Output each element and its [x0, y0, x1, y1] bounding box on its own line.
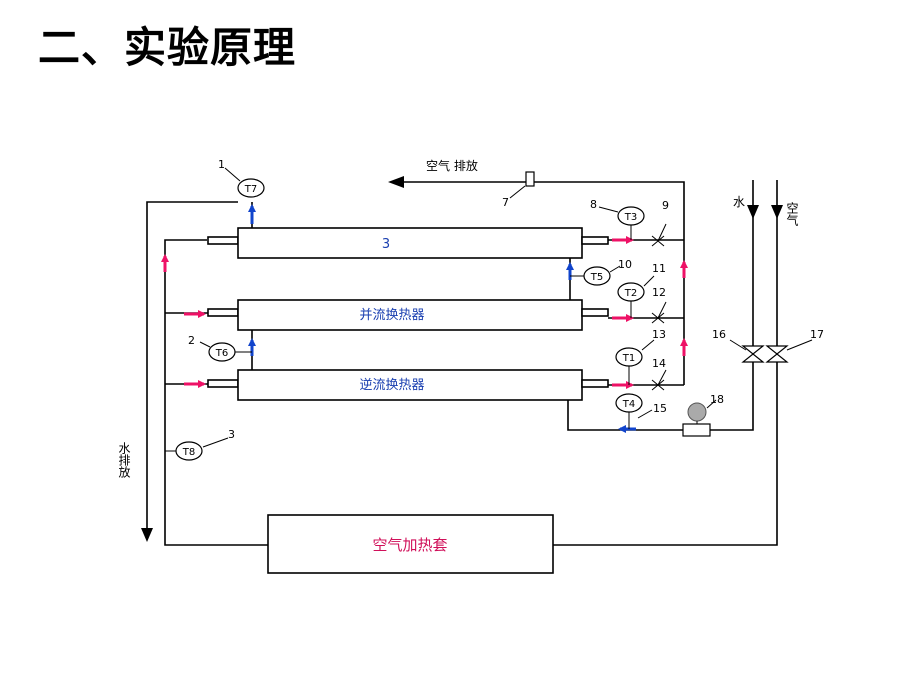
valve-17: 17	[765, 328, 824, 363]
svg-text:8: 8	[590, 198, 597, 211]
water-arrows	[248, 204, 636, 433]
svg-text:18: 18	[710, 393, 724, 406]
flow-arrows	[141, 176, 783, 542]
air-in-label: 空气	[785, 202, 799, 226]
svg-text:15: 15	[653, 402, 667, 415]
svg-text:T7: T7	[244, 184, 257, 195]
svg-text:12: 12	[652, 286, 666, 299]
svg-text:T1: T1	[622, 353, 635, 364]
slide-title: 二、实验原理	[38, 23, 297, 72]
exchanger-top: 3	[207, 227, 609, 259]
valve-16: 16	[712, 328, 765, 363]
svg-text:1: 1	[218, 158, 225, 171]
svg-text:10: 10	[618, 258, 632, 271]
svg-text:T2: T2	[624, 288, 637, 299]
gauge-t5: T5 10	[570, 258, 632, 286]
svg-text:17: 17	[810, 328, 824, 341]
exchanger-top-number: 3	[382, 237, 390, 252]
svg-text:T8: T8	[182, 447, 195, 458]
water-in-arrow	[747, 205, 759, 219]
air-heater: 空气加热套	[267, 514, 554, 574]
pump-18: 18	[682, 393, 724, 437]
exchanger-parallel: 并流换热器	[207, 299, 609, 331]
water-out-arrow	[141, 528, 153, 542]
svg-text:T6: T6	[215, 348, 228, 359]
svg-text:2: 2	[188, 334, 195, 347]
valve-12: 12	[651, 286, 667, 324]
svg-text:7: 7	[502, 196, 509, 209]
svg-text:T4: T4	[622, 399, 635, 410]
valve-9: 9	[651, 199, 669, 247]
svg-text:11: 11	[652, 262, 666, 275]
svg-text:9: 9	[662, 199, 669, 212]
water-in-label: 水	[733, 195, 745, 209]
gauge-t8: T8 3	[165, 428, 235, 461]
valves: 9 12 14 7 16 17	[502, 171, 824, 437]
gauge-t6: T6 2	[188, 334, 252, 362]
gauge-t7: T7 1	[218, 158, 265, 198]
valve-14: 14	[651, 357, 667, 391]
heater-label: 空气加热套	[372, 536, 447, 554]
counter-exchanger-label: 逆流换热器	[359, 377, 424, 393]
svg-text:T5: T5	[590, 272, 603, 283]
svg-text:3: 3	[228, 428, 235, 441]
gauge-t2: T2 11	[617, 262, 666, 318]
svg-text:14: 14	[652, 357, 666, 370]
exchanger-counter: 逆流换热器	[207, 369, 609, 401]
gauge-t4: T4 15	[615, 393, 667, 429]
svg-text:13: 13	[652, 328, 666, 341]
gauge-t3: T3 8	[590, 198, 645, 240]
svg-text:16: 16	[712, 328, 726, 341]
water-out-label: 水排放	[117, 442, 131, 478]
air-exhaust-arrow	[388, 176, 404, 188]
component-7: 7	[502, 171, 535, 209]
air-exhaust-label: 空气 排放	[426, 158, 478, 173]
svg-text:T3: T3	[624, 212, 637, 223]
gauge-t1: T1 13	[615, 328, 666, 385]
air-in-arrow	[771, 205, 783, 219]
parallel-exchanger-label: 并流换热器	[359, 308, 424, 323]
instruments: T7 1 T3 8 T5 10 T2 11 T6	[165, 158, 667, 461]
